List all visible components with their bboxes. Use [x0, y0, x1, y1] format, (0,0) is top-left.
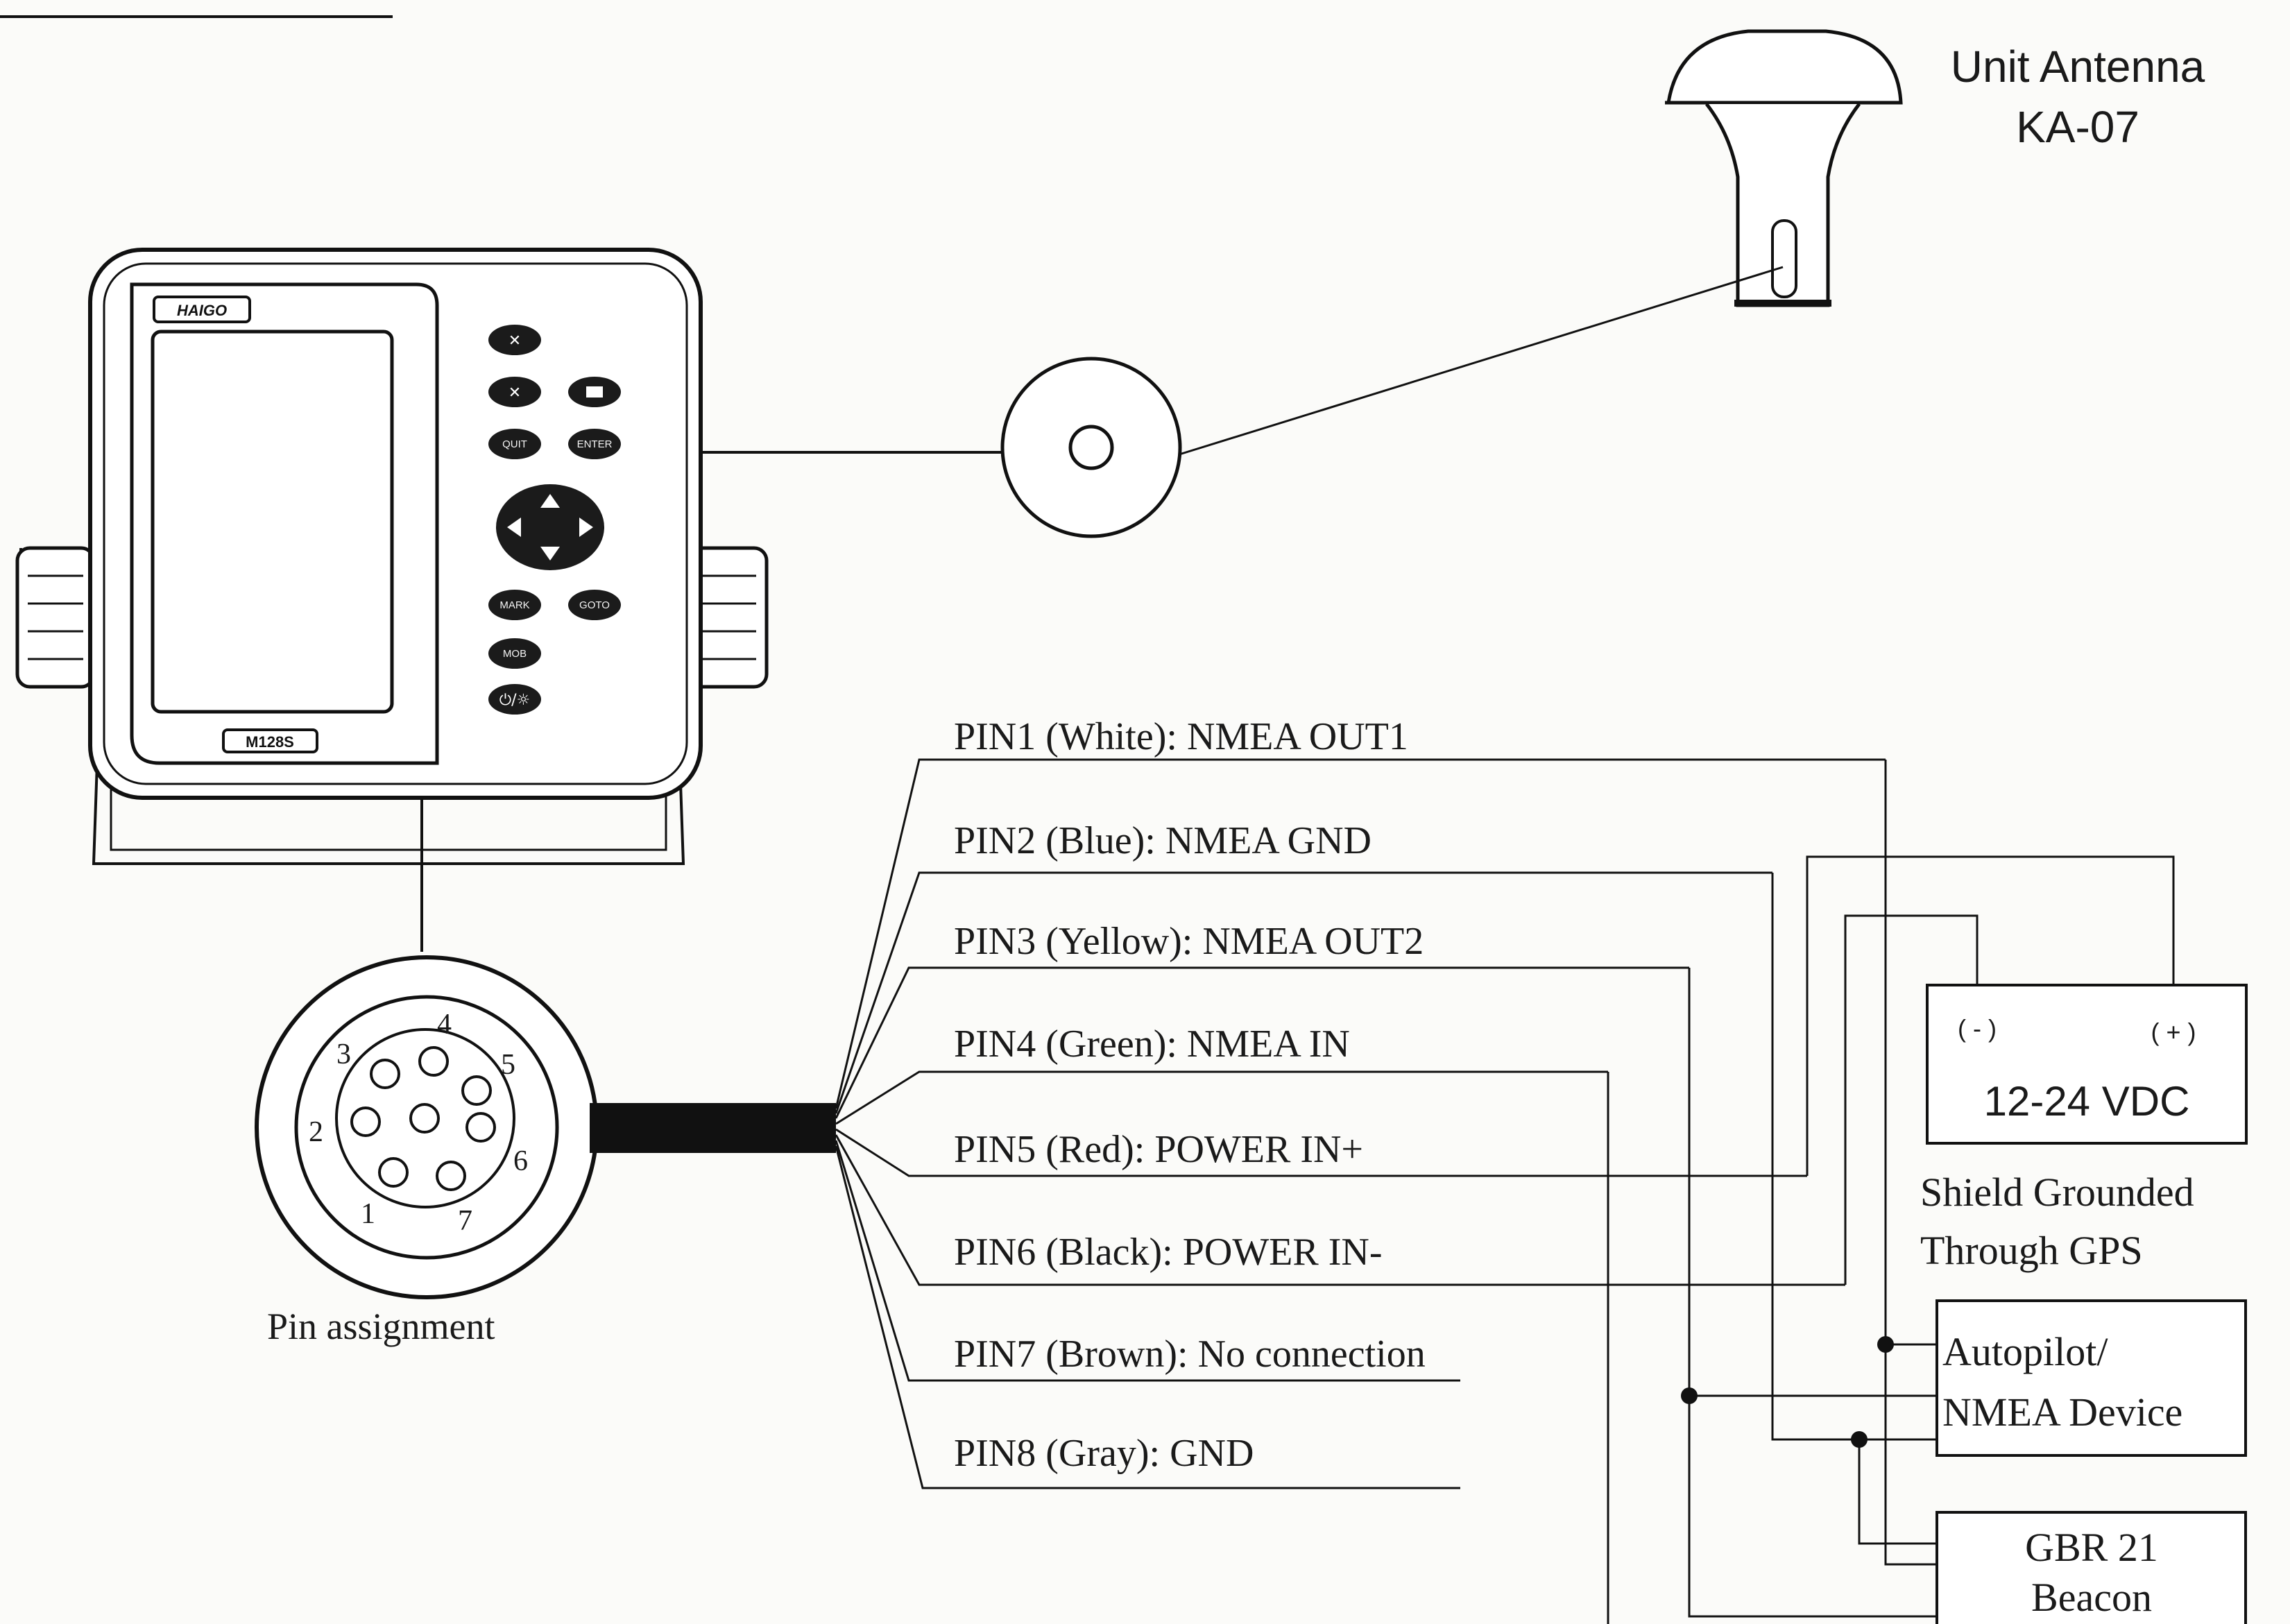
beacon-line2: Beacon [2031, 1575, 2152, 1620]
pin-number-3: 3 [336, 1038, 351, 1070]
gps-display-unit: HAIGO M128S ✕ ✕ QUIT ENTER MARK GOTO MOB… [15, 248, 769, 865]
power-pos-label: ( + ) [2151, 1018, 2196, 1046]
pin-number-5: 5 [501, 1049, 515, 1081]
zoom-out-button[interactable] [488, 377, 541, 407]
zoom-in-icon: ✕ [509, 332, 521, 350]
enter-button-label: ENTER [577, 438, 613, 450]
quit-button-label: QUIT [502, 438, 527, 450]
power-neg-label: ( - ) [1958, 1014, 1997, 1043]
mob-button-label: MOB [503, 648, 527, 660]
pin7-label: PIN7 (Brown): No connection [954, 1333, 1426, 1376]
autopilot-line2: NMEA Device [1942, 1390, 2182, 1435]
beacon-line1: GBR 21 [2025, 1525, 2158, 1570]
shield-note-line2: Through GPS [1920, 1228, 2143, 1273]
lcd-screen [151, 330, 394, 714]
page-icon [586, 386, 603, 398]
autopilot-line1: Autopilot/ [1942, 1329, 2108, 1374]
junction-dot [1851, 1431, 1868, 1448]
pin-number-4: 4 [437, 1009, 452, 1041]
quit-button[interactable] [488, 429, 541, 459]
arrow-up-icon [540, 494, 560, 508]
mob-button[interactable] [488, 638, 541, 669]
arrow-right-icon [579, 518, 593, 537]
antenna-lead [1179, 266, 1784, 456]
pin2-label: PIN2 (Blue): NMEA GND [954, 819, 1372, 862]
junction-dot [1681, 1387, 1698, 1404]
mark-button-label: MARK [499, 599, 529, 611]
pin4-label: PIN4 (Green): NMEA IN [954, 1023, 1350, 1066]
enter-button[interactable] [568, 429, 621, 459]
fanout-wires [835, 758, 1886, 1489]
beacon-box [1936, 1511, 2247, 1624]
goto-button-label: GOTO [579, 599, 610, 611]
brand-logo: HAIGO [177, 302, 227, 319]
zoom-in-button[interactable] [488, 325, 541, 355]
pin6-label: PIN6 (Black): POWER IN- [954, 1231, 1382, 1274]
shield-note-line1: Shield Grounded [1920, 1170, 2194, 1215]
autopilot-box [1936, 1299, 2247, 1457]
power-icon: ⏻/☼ [499, 692, 531, 709]
pin-number-6: 6 [513, 1145, 528, 1177]
pin8-label: PIN8 (Gray): GND [954, 1432, 1254, 1475]
pin-number-7: 7 [458, 1205, 472, 1237]
mark-button[interactable] [488, 590, 541, 620]
pin-number-2: 2 [309, 1116, 323, 1148]
model-label: M128S [246, 733, 294, 751]
voltage-label: 12-24 VDC [1984, 1078, 2190, 1125]
pin3-label: PIN3 (Yellow): NMEA OUT2 [954, 920, 1424, 963]
zoom-out-icon: ✕ [509, 384, 521, 402]
antenna-label-line1: Unit Antenna [1951, 42, 2205, 92]
arrow-down-icon [540, 547, 560, 561]
pin5-label: PIN5 (Red): POWER IN+ [954, 1128, 1363, 1171]
cable-bundle [590, 1103, 836, 1153]
arrow-left-icon [507, 518, 521, 537]
power-supply-box [1926, 984, 2248, 1145]
routing-wires [1607, 760, 2175, 1624]
power-button[interactable] [488, 684, 541, 715]
direction-pad[interactable] [496, 484, 604, 570]
antenna-label-line2: KA-07 [2016, 102, 2139, 152]
goto-button[interactable] [568, 590, 621, 620]
junction-dot [1877, 1336, 1894, 1353]
gps-antenna [1665, 29, 1903, 307]
pin-assignment-caption: Pin assignment [267, 1306, 495, 1347]
pin-number-1: 1 [361, 1198, 375, 1230]
pin1-label: PIN1 (White): NMEA OUT1 [954, 715, 1408, 758]
pin-connector [255, 955, 599, 1299]
